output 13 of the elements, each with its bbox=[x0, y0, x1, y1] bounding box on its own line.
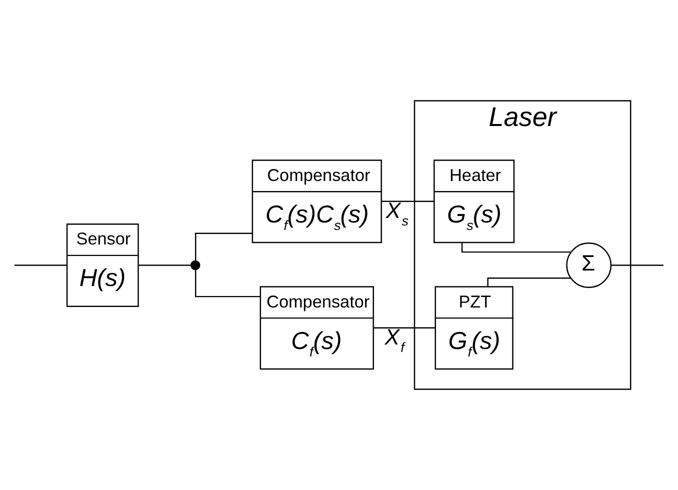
node-circle bbox=[190, 260, 200, 270]
connector bbox=[487, 278, 571, 286]
edge-label: X$_{s}$ bbox=[386, 198, 409, 228]
connector bbox=[611, 264, 664, 266]
connector bbox=[195, 270, 260, 298]
node-circle: Σ bbox=[566, 242, 612, 288]
connector bbox=[195, 232, 252, 261]
connector bbox=[382, 200, 434, 202]
edge-label: X$_{f}$ bbox=[384, 324, 404, 355]
connector bbox=[138, 264, 191, 266]
connector bbox=[374, 327, 436, 328]
connector bbox=[461, 242, 571, 253]
connector bbox=[14, 264, 67, 266]
